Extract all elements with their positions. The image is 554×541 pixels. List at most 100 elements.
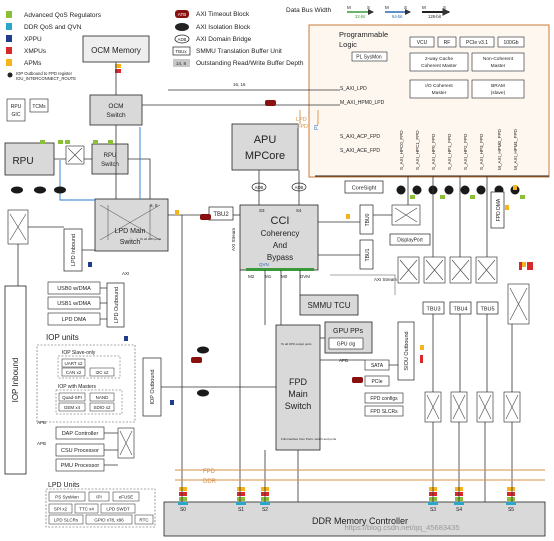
bus-width-s3: S bbox=[443, 5, 446, 10]
qos-marker-7 bbox=[470, 195, 475, 199]
pcie: PCIe bbox=[371, 379, 382, 385]
iop-lpd-area: USB0 w/DMA USB1 w/DMA LPD DMA LPD Outbou… bbox=[4, 281, 162, 528]
atb-marker-2 bbox=[352, 377, 363, 383]
tbu2: TBU2 bbox=[213, 212, 229, 218]
ddr-qvn-3 bbox=[428, 502, 438, 505]
label-8-8: 8, 8 bbox=[150, 203, 158, 208]
fpd-configs-box bbox=[364, 392, 404, 404]
apu-box bbox=[231, 123, 299, 171]
pl-port-label-4: S_AXI_HP2_FPD bbox=[463, 133, 468, 170]
ddr-port-2: S2 bbox=[262, 507, 268, 513]
i2c-box bbox=[89, 367, 115, 377]
smmu-tcu-box bbox=[299, 294, 359, 316]
legend-iop-note-line1: IOP Outbound to FPD register bbox=[16, 71, 73, 76]
pl-port-isolation-3 bbox=[444, 185, 454, 195]
xmpu-marker-1 bbox=[527, 262, 530, 270]
ddr-xmpu-5 bbox=[507, 492, 515, 496]
x-box-a-lines bbox=[399, 259, 418, 281]
label-lpd-note: To all LPD ports bbox=[140, 237, 162, 241]
wire-cci-fpd bbox=[264, 270, 282, 325]
legend-adb-icon bbox=[174, 34, 190, 44]
cci-box bbox=[239, 204, 319, 271]
lpd-slcrs-box bbox=[48, 514, 84, 525]
wire-lpd-units bbox=[104, 432, 118, 466]
tcms-box bbox=[29, 98, 49, 113]
cci-l3: And bbox=[273, 241, 287, 250]
rtc: RTC bbox=[139, 518, 149, 523]
apm-marker-3 bbox=[513, 185, 517, 190]
fpd-main-switch-l2: Main bbox=[288, 389, 308, 399]
lpd-swdt: LPD SWDT bbox=[106, 507, 130, 512]
apm-marker-4 bbox=[522, 262, 526, 267]
pl-rf: RF bbox=[444, 40, 451, 46]
wire-cci-ddr bbox=[239, 270, 266, 502]
displayport-box bbox=[389, 233, 431, 246]
rpu-gic-l2: GIC bbox=[12, 112, 21, 118]
ddr-xmpu-0 bbox=[179, 492, 187, 496]
pl-vcu-box bbox=[409, 36, 435, 48]
qos-markers bbox=[11, 100, 533, 405]
ddr-xmpu-1 bbox=[237, 492, 245, 496]
gem-box bbox=[58, 402, 86, 412]
wire-tbu-ddr bbox=[432, 314, 513, 392]
ddr-apm-5 bbox=[507, 487, 515, 491]
csu: CSU Processor bbox=[61, 448, 99, 454]
rpu: RPU bbox=[12, 156, 33, 167]
bus-width-title: Data Bus Width bbox=[286, 7, 332, 14]
cci-m1: M1 bbox=[265, 274, 272, 279]
bus-width-32: 32-bit bbox=[355, 14, 366, 19]
bus-width-64: 64-bit bbox=[392, 14, 403, 19]
gpio: GPIO x78, x96 bbox=[94, 518, 124, 523]
legend: Advanced QoS Regulators DDR QoS and QVN … bbox=[6, 5, 451, 81]
wire-fpd-sioU bbox=[320, 359, 398, 366]
usb1: USB1 w/DMA bbox=[57, 301, 91, 307]
legend-atb-icon bbox=[175, 10, 189, 18]
pl-noncoherent-box bbox=[471, 52, 525, 72]
pl-rf-box bbox=[437, 36, 457, 48]
tbu3-box bbox=[422, 301, 445, 315]
qos-marker-5 bbox=[410, 195, 415, 199]
isolation-marker-4 bbox=[54, 186, 66, 194]
pcie-box bbox=[364, 375, 390, 387]
quad-spi: Quad-SPI bbox=[62, 395, 82, 400]
sata: SATA bbox=[371, 363, 384, 369]
rpu-gic-box bbox=[6, 98, 26, 122]
ddr-qos-0 bbox=[179, 497, 187, 501]
lpd-units-border bbox=[45, 488, 156, 528]
ddr-qvn-2 bbox=[260, 502, 270, 505]
ocm-rpu-area: OCM Memory OCM Switch RPU GIC TCMs RPU R… bbox=[4, 35, 150, 176]
fpd-switch-note-top: To all FPD output ports bbox=[281, 342, 312, 346]
cci-l2: Coherency bbox=[261, 229, 300, 238]
label-axi-stream-1: AXI Stream bbox=[374, 277, 397, 282]
isolation-marker-0 bbox=[197, 346, 209, 354]
gpu-pps: GPU PPs bbox=[333, 328, 363, 335]
lpd-bottom-xbar-lines bbox=[119, 430, 133, 456]
pl-io-coherent-l2: Master bbox=[432, 90, 447, 96]
fpd-main-switch-l3: Switch bbox=[285, 401, 312, 411]
smmu-tcu: SMMU TCU bbox=[308, 301, 351, 310]
isolation-marker-2 bbox=[11, 186, 23, 194]
tbu2-box bbox=[208, 206, 234, 221]
ps-sysmon-box bbox=[48, 491, 86, 502]
ddr-qvn-4 bbox=[454, 502, 464, 505]
rpu-box bbox=[4, 142, 55, 176]
ddr-port-1: S1 bbox=[238, 507, 244, 513]
tbu0-box bbox=[359, 204, 374, 235]
cci-s4: S4 bbox=[296, 208, 302, 213]
ddr-port-5: S5 bbox=[508, 507, 514, 513]
sioU-outbound-box bbox=[397, 321, 415, 381]
iop-slave-only: IOP Slave-only bbox=[62, 350, 96, 356]
qos-marker-6 bbox=[440, 195, 445, 199]
lpd-dma: LPD DMA bbox=[62, 317, 87, 323]
apm-marker-0 bbox=[175, 210, 179, 215]
fpd-bottom-xbar-2-lines bbox=[452, 394, 466, 420]
displayport: DisplayPort bbox=[397, 238, 423, 244]
lpd-outbound-box bbox=[106, 282, 125, 328]
legend-xmpu-label: XMPUs bbox=[24, 48, 47, 55]
wire-blue-rpu bbox=[59, 160, 95, 201]
pl-noncoherent-l1: Non-Coherent bbox=[483, 56, 514, 62]
gpu-clg-box bbox=[328, 337, 364, 350]
cci-dvm: DVM bbox=[300, 274, 310, 279]
ddr-apm-1 bbox=[237, 487, 245, 491]
